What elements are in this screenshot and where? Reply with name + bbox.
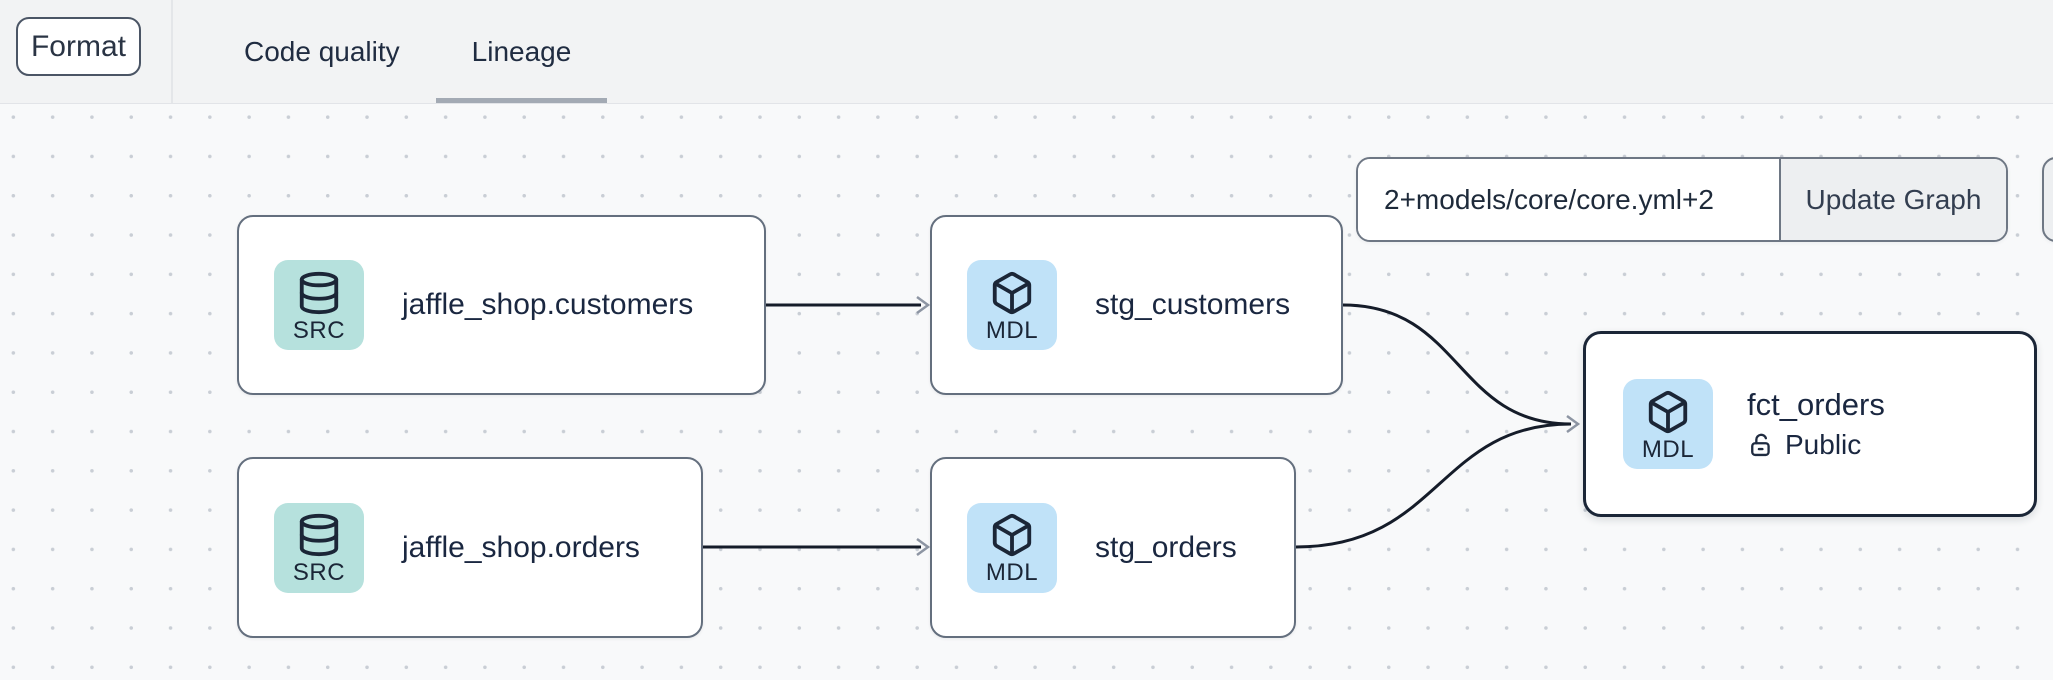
cube-icon	[992, 271, 1032, 314]
model-badge: MDL	[967, 502, 1057, 593]
badge-label: SRC	[292, 316, 346, 344]
truncated-control-button[interactable]	[2042, 157, 2053, 242]
badge-label: MDL	[1641, 435, 1695, 463]
lineage-canvas[interactable]: SRC jaffle_shop.customers MDL stg_custom…	[0, 104, 2053, 680]
format-button[interactable]: Format	[16, 17, 141, 76]
badge-label: SRC	[292, 559, 346, 586]
database-icon	[299, 271, 339, 314]
node-label: stg_customers	[1095, 288, 1291, 321]
arrowhead-icon	[916, 537, 931, 557]
cube-icon	[1648, 390, 1688, 433]
toolbar: Format Code quality Lineage	[0, 0, 2053, 104]
node-label: jaffle_shop.customers	[402, 288, 694, 321]
access-label: Public	[1785, 429, 1862, 460]
badge-label: MDL	[985, 559, 1039, 586]
model-badge: MDL	[1623, 379, 1713, 469]
arrowhead-icon	[1566, 414, 1581, 434]
tab-lineage-label: Lineage	[471, 35, 572, 67]
tab-bar: Code quality Lineage	[208, 0, 608, 103]
node-access-row: Public	[1747, 429, 1885, 461]
graph-selector-group: Update Graph	[1356, 157, 2008, 242]
node-jaffle-shop-orders[interactable]: SRC jaffle_shop.orders	[237, 457, 703, 638]
update-graph-button[interactable]: Update Graph	[1779, 159, 2006, 240]
source-badge: SRC	[274, 502, 364, 593]
edge-stg-orders-to-fct	[1295, 422, 1572, 549]
node-stg-customers[interactable]: MDL stg_customers	[930, 215, 1343, 395]
tab-code-quality[interactable]: Code quality	[244, 35, 400, 67]
edge-stg-customers-to-fct	[1342, 303, 1572, 426]
database-icon	[299, 513, 339, 557]
model-badge: MDL	[967, 260, 1057, 350]
node-jaffle-shop-customers[interactable]: SRC jaffle_shop.customers	[237, 215, 766, 395]
selector-input[interactable]	[1358, 159, 1779, 240]
node-label: fct_orders	[1747, 387, 1885, 422]
source-badge: SRC	[274, 260, 364, 350]
node-label: stg_orders	[1095, 530, 1237, 564]
active-tab-underline	[435, 98, 608, 103]
cube-icon	[992, 513, 1032, 557]
unlock-icon	[1751, 433, 1770, 457]
node-fct-orders[interactable]: MDL fct_orders Public	[1583, 331, 2037, 517]
toolbar-divider	[171, 0, 173, 103]
arrowhead-icon	[916, 295, 931, 315]
node-label: jaffle_shop.orders	[402, 530, 640, 564]
badge-label: MDL	[985, 316, 1039, 344]
node-stg-orders[interactable]: MDL stg_orders	[930, 457, 1296, 638]
tab-lineage[interactable]: Lineage	[435, 0, 608, 103]
node-text: fct_orders Public	[1747, 387, 1885, 461]
